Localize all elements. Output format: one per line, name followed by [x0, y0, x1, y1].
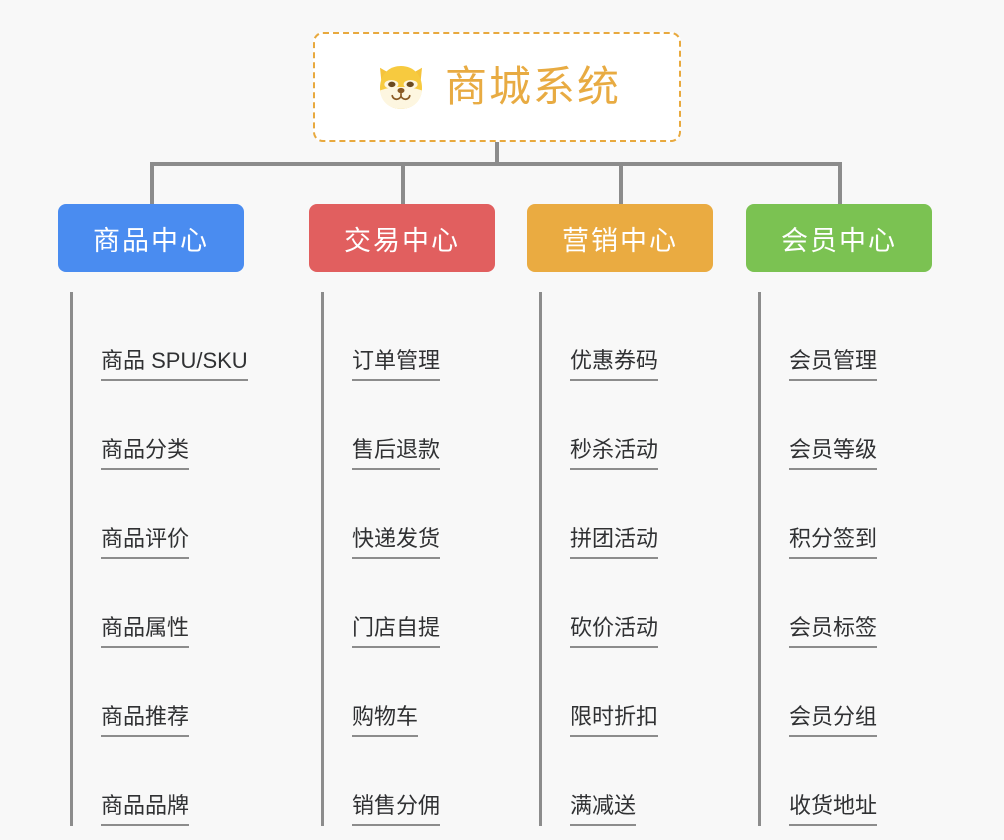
leaf-label: 会员管理 [789, 347, 878, 381]
leaf-label: 销售分佣 [352, 792, 441, 826]
list-item[interactable]: 积分签到 [761, 470, 932, 559]
leaf-label: 秒杀活动 [570, 436, 659, 470]
connector-horizontal-bus [150, 162, 842, 166]
leaf-label: 商品分类 [101, 436, 190, 470]
leaf-label: 会员分组 [789, 703, 878, 737]
category-header-label: 商品中心 [93, 225, 209, 256]
leaf-label: 拼团活动 [570, 525, 659, 559]
category-header-member[interactable]: 会员中心 [746, 204, 932, 272]
leaf-label: 商品 SPU/SKU [101, 347, 248, 381]
leaf-label: 会员标签 [789, 614, 878, 648]
list-item[interactable]: 收货地址 [761, 737, 932, 826]
connector-drop-4 [838, 162, 842, 204]
category-header-trade[interactable]: 交易中心 [309, 204, 495, 272]
list-item[interactable]: 满减送 [542, 737, 713, 826]
list-item[interactable]: 商品推荐 [73, 648, 244, 737]
connector-drop-3 [619, 162, 623, 204]
list-item[interactable]: 会员分组 [761, 648, 932, 737]
leaf-label: 快递发货 [352, 525, 441, 559]
connector-root-stem [495, 142, 499, 164]
list-item[interactable]: 商品属性 [73, 559, 244, 648]
category-column-member: 会员中心 会员管理 会员等级 积分签到 会员标签 会员分组 收货地址 [746, 204, 932, 826]
leaf-label: 订单管理 [352, 347, 441, 381]
list-item[interactable]: 销售分佣 [324, 737, 495, 826]
leaf-list-marketing: 优惠券码 秒杀活动 拼团活动 砍价活动 限时折扣 满减送 [539, 292, 713, 826]
leaf-label: 售后退款 [352, 436, 441, 470]
category-header-label: 交易中心 [344, 225, 460, 256]
leaf-label: 积分签到 [789, 525, 878, 559]
root-node-card[interactable]: 商城系统 [313, 32, 681, 142]
category-column-trade: 交易中心 订单管理 售后退款 快递发货 门店自提 购物车 销售分佣 [309, 204, 495, 826]
root-node-title: 商城系统 [444, 63, 621, 110]
connector-drop-2 [401, 162, 405, 204]
connector-drop-1 [150, 162, 154, 204]
list-item[interactable]: 门店自提 [324, 559, 495, 648]
category-column-marketing: 营销中心 优惠券码 秒杀活动 拼团活动 砍价活动 限时折扣 满减送 [527, 204, 713, 826]
category-columns: 商品中心 商品 SPU/SKU 商品分类 商品评价 商品属性 商品推荐 商品品牌… [0, 204, 1004, 840]
list-item[interactable]: 会员等级 [761, 381, 932, 470]
shiba-inu-dog-face-icon [379, 66, 422, 109]
category-header-product[interactable]: 商品中心 [58, 204, 244, 272]
category-header-label: 会员中心 [781, 225, 897, 256]
leaf-label: 购物车 [352, 703, 419, 737]
list-item[interactable]: 商品评价 [73, 470, 244, 559]
leaf-label: 优惠券码 [570, 347, 659, 381]
list-item[interactable]: 拼团活动 [542, 470, 713, 559]
leaf-list-member: 会员管理 会员等级 积分签到 会员标签 会员分组 收货地址 [758, 292, 932, 826]
category-header-marketing[interactable]: 营销中心 [527, 204, 713, 272]
leaf-label: 商品推荐 [101, 703, 190, 737]
list-item[interactable]: 售后退款 [324, 381, 495, 470]
list-item[interactable]: 快递发货 [324, 470, 495, 559]
list-item[interactable]: 商品品牌 [73, 737, 244, 826]
leaf-label: 限时折扣 [570, 703, 659, 737]
list-item[interactable]: 会员管理 [761, 292, 932, 381]
leaf-label: 砍价活动 [570, 614, 659, 648]
list-item[interactable]: 商品 SPU/SKU [73, 292, 248, 381]
leaf-list-trade: 订单管理 售后退款 快递发货 门店自提 购物车 销售分佣 [321, 292, 495, 826]
list-item[interactable]: 会员标签 [761, 559, 932, 648]
list-item[interactable]: 秒杀活动 [542, 381, 713, 470]
leaf-list-product: 商品 SPU/SKU 商品分类 商品评价 商品属性 商品推荐 商品品牌 [70, 292, 248, 826]
list-item[interactable]: 购物车 [324, 648, 495, 737]
list-item[interactable]: 砍价活动 [542, 559, 713, 648]
leaf-label: 满减送 [570, 792, 637, 826]
leaf-label: 收货地址 [789, 792, 878, 826]
leaf-label: 门店自提 [352, 614, 441, 648]
category-column-product: 商品中心 商品 SPU/SKU 商品分类 商品评价 商品属性 商品推荐 商品品牌 [58, 204, 248, 826]
leaf-label: 商品品牌 [101, 792, 190, 826]
list-item[interactable]: 限时折扣 [542, 648, 713, 737]
leaf-label: 商品属性 [101, 614, 190, 648]
list-item[interactable]: 订单管理 [324, 292, 495, 381]
leaf-label: 会员等级 [789, 436, 878, 470]
leaf-label: 商品评价 [101, 525, 190, 559]
category-header-label: 营销中心 [562, 225, 678, 256]
list-item[interactable]: 商品分类 [73, 381, 244, 470]
list-item[interactable]: 优惠券码 [542, 292, 713, 381]
